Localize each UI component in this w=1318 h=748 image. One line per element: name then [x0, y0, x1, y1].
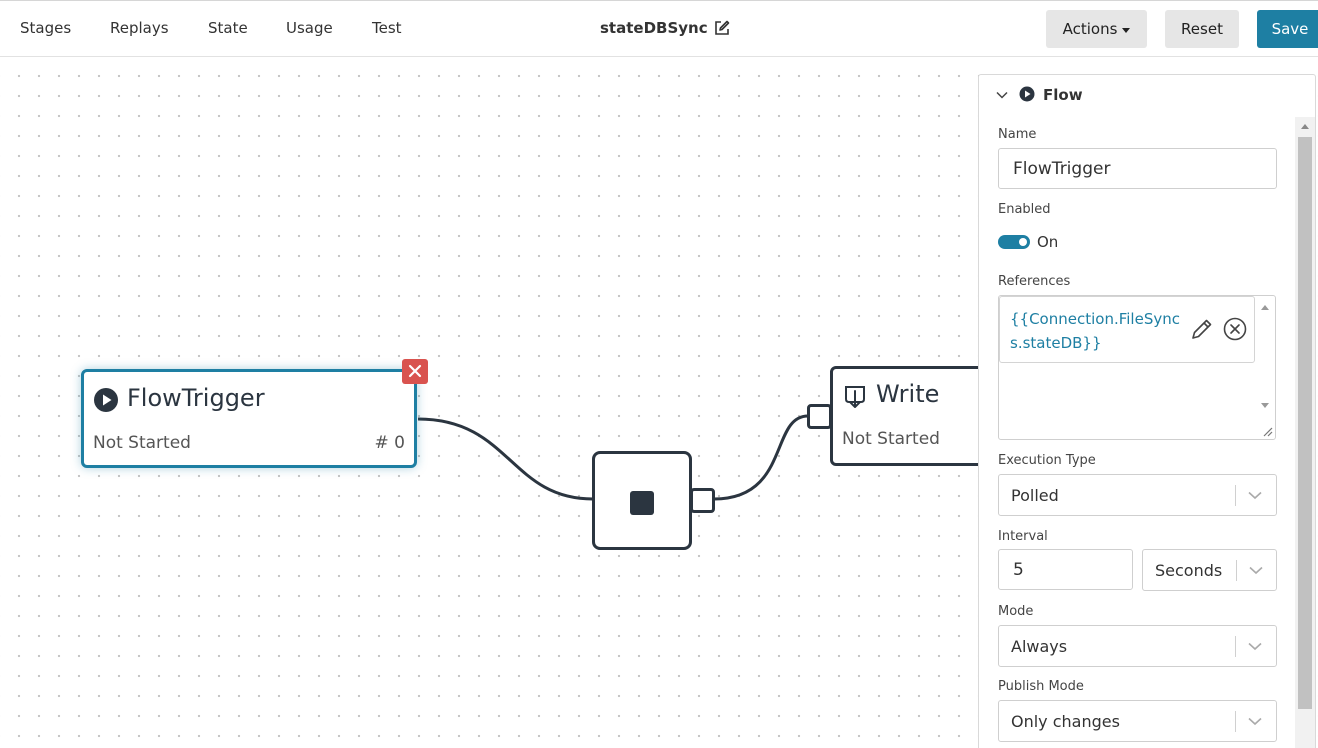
select-separator	[1235, 485, 1236, 506]
edit-icon[interactable]	[714, 20, 730, 36]
execution-type-value: Polled	[1011, 486, 1059, 505]
enabled-label: Enabled	[998, 202, 1051, 217]
play-circle-icon	[94, 388, 118, 412]
output-port[interactable]	[690, 488, 715, 513]
select-separator	[1235, 636, 1236, 657]
chevron-down-icon[interactable]	[996, 89, 1008, 101]
interval-label: Interval	[998, 529, 1048, 544]
scroll-up-icon[interactable]	[1260, 303, 1270, 311]
delete-node-button[interactable]	[402, 359, 428, 384]
resize-handle-icon[interactable]	[1262, 426, 1273, 437]
name-label: Name	[998, 127, 1037, 142]
play-circle-icon	[1019, 86, 1035, 102]
mode-value: Always	[1011, 637, 1068, 656]
node-status: Not Started	[842, 429, 940, 449]
node-status: Not Started	[93, 433, 191, 453]
publish-mode-label: Publish Mode	[998, 679, 1084, 694]
chevron-down-icon	[1248, 717, 1262, 726]
chevron-down-icon	[1248, 491, 1262, 500]
actions-button[interactable]: Actions	[1046, 10, 1147, 48]
toggle-knob	[1019, 238, 1027, 246]
tab-replays[interactable]: Replays	[110, 19, 169, 37]
top-toolbar: Stages Replays State Usage Test stateDBS…	[0, 0, 1318, 57]
properties-panel: Flow Name FlowTrigger Enabled On Referen…	[978, 74, 1316, 748]
tab-test[interactable]: Test	[372, 19, 402, 37]
select-separator	[1236, 560, 1237, 581]
scroll-thumb[interactable]	[1298, 137, 1312, 709]
interval-unit-value: Seconds	[1155, 561, 1223, 580]
references-label: References	[998, 274, 1071, 289]
mode-select[interactable]: Always	[998, 625, 1277, 667]
execution-type-select[interactable]: Polled	[998, 474, 1277, 516]
input-port[interactable]	[807, 404, 832, 429]
panel-section-header[interactable]: Flow	[979, 75, 1315, 115]
scroll-up-icon[interactable]	[1300, 122, 1310, 130]
publish-mode-value: Only changes	[1011, 712, 1120, 731]
chevron-down-icon	[1249, 566, 1263, 575]
flowtrigger-node[interactable]: FlowTrigger Not Started # 0	[81, 369, 417, 468]
caret-down-icon	[1122, 27, 1131, 33]
interval-unit-select[interactable]: Seconds	[1142, 549, 1277, 591]
tab-usage[interactable]: Usage	[286, 19, 333, 37]
tab-stages[interactable]: Stages	[20, 19, 72, 37]
flow-title: stateDBSync	[600, 19, 708, 37]
actions-label: Actions	[1062, 20, 1118, 38]
pencil-icon[interactable]	[1190, 317, 1214, 341]
panel-scrollbar[interactable]	[1295, 117, 1315, 748]
enabled-toggle[interactable]	[998, 235, 1030, 249]
scroll-down-icon[interactable]	[1260, 402, 1270, 410]
references-field[interactable]: {{Connection.FileSyncs.stateDB}}	[998, 295, 1276, 440]
select-separator	[1235, 711, 1236, 732]
reference-chip[interactable]: {{Connection.FileSyncs.stateDB}}	[999, 296, 1255, 363]
close-icon	[408, 364, 422, 378]
stop-square-icon	[630, 491, 654, 515]
interval-input[interactable]: 5	[998, 549, 1133, 590]
mode-label: Mode	[998, 604, 1034, 619]
chevron-down-icon	[1248, 642, 1262, 651]
publish-mode-select[interactable]: Only changes	[998, 700, 1277, 742]
reset-button[interactable]: Reset	[1165, 10, 1239, 48]
node-title: Write	[876, 380, 940, 408]
name-input[interactable]: FlowTrigger	[998, 148, 1277, 189]
download-tray-icon	[845, 386, 865, 408]
save-button[interactable]: Save	[1257, 10, 1318, 48]
reference-chip-text: {{Connection.FileSyncs.stateDB}}	[1010, 310, 1180, 352]
tab-state[interactable]: State	[208, 19, 248, 37]
node-title: FlowTrigger	[127, 384, 265, 412]
remove-circle-icon[interactable]	[1223, 317, 1247, 341]
node-run-count: # 0	[374, 433, 405, 453]
panel-title: Flow	[1043, 86, 1083, 104]
enabled-state: On	[1037, 233, 1059, 251]
stop-node[interactable]	[592, 451, 692, 550]
execution-type-label: Execution Type	[998, 453, 1096, 468]
references-scrollbar[interactable]	[1255, 296, 1275, 439]
